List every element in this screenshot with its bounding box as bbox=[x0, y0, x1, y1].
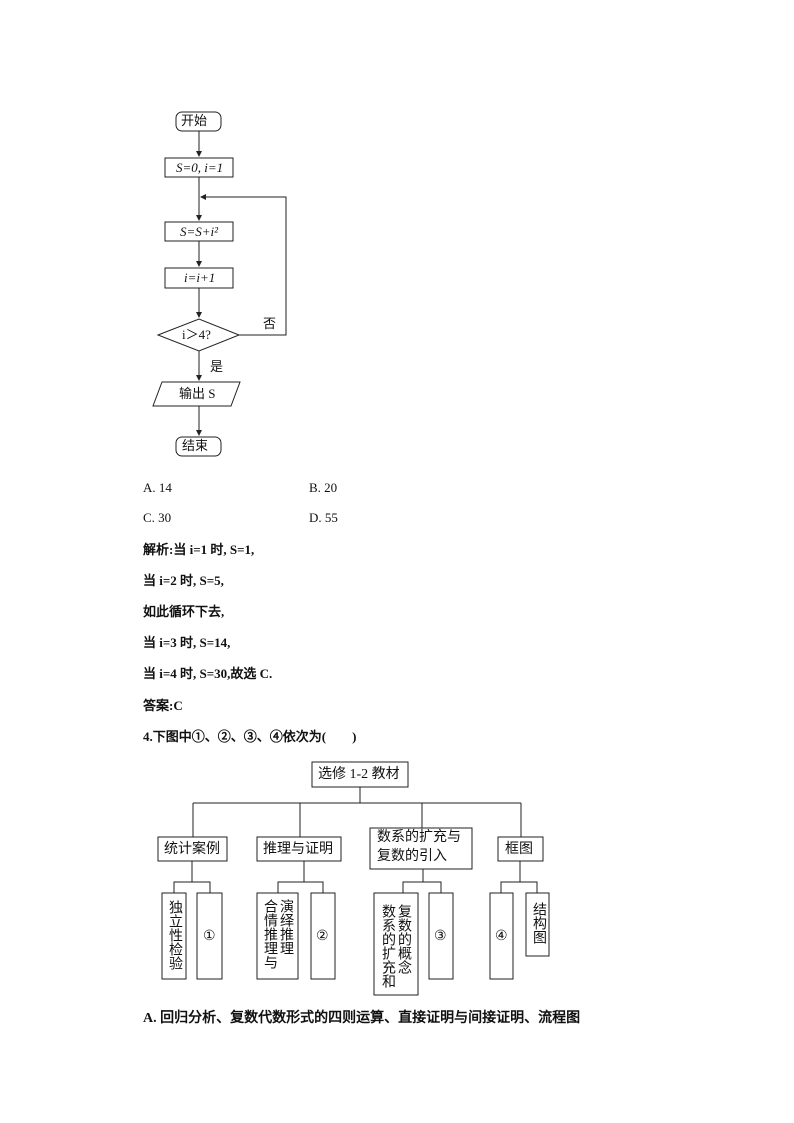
end-node bbox=[175, 436, 222, 457]
option-d: D. 55 bbox=[309, 510, 338, 525]
branch-flowchart: 框图 bbox=[505, 842, 533, 857]
solution-line: 当 i=4 时, S=30,故选 C. bbox=[143, 666, 273, 681]
question-4: 4.下图中①、②、③、④依次为( ) bbox=[143, 729, 357, 744]
solution-line: 当 i=3 时, S=14, bbox=[143, 635, 231, 650]
option-a: A. 14 bbox=[143, 480, 172, 495]
leaf-structure-chart: 结构图 bbox=[531, 902, 546, 944]
tree-root: 选修 1-2 教材 bbox=[318, 767, 400, 782]
answer: 答案:C bbox=[143, 698, 183, 713]
step1-label: S=S+i² bbox=[180, 224, 219, 239]
init-label: S=0, i=1 bbox=[176, 160, 224, 175]
flowchart bbox=[152, 111, 287, 457]
solution-line: 当 i=2 时, S=5, bbox=[143, 573, 224, 588]
output-label: 输出 S bbox=[179, 386, 216, 401]
leaf-independence-test: 独立性检验 bbox=[167, 900, 182, 970]
leaf-1: ① bbox=[203, 929, 216, 944]
start-label: 开始 bbox=[181, 113, 208, 128]
branch-statistics: 统计案例 bbox=[164, 842, 220, 857]
condition-label: i＞4? bbox=[182, 327, 211, 342]
branch-reasoning: 推理与证明 bbox=[263, 842, 333, 857]
q4-option-a: A. 回归分析、复数代数形式的四则运算、直接证明与间接证明、流程图 bbox=[143, 1011, 581, 1026]
branch-complex-line1: 数系的扩充与 bbox=[377, 830, 461, 845]
leaf-2: ② bbox=[316, 929, 329, 944]
leaf-4: ④ bbox=[495, 929, 508, 944]
output-node bbox=[152, 381, 241, 407]
solution-line: 解析:当 i=1 时, S=1, bbox=[143, 542, 255, 557]
leaf-reasoning-types: 合情推理与演绎推理 bbox=[262, 899, 293, 969]
no-label: 否 bbox=[263, 316, 277, 331]
solution-line: 如此循环下去, bbox=[143, 604, 225, 619]
option-c: C. 30 bbox=[143, 510, 172, 525]
step2-label: i=i+1 bbox=[184, 270, 216, 285]
tree-diagram bbox=[157, 761, 550, 996]
leaf-3: ③ bbox=[434, 929, 447, 944]
option-b: B. 20 bbox=[309, 480, 338, 495]
end-label: 结束 bbox=[182, 438, 209, 453]
yes-label: 是 bbox=[210, 359, 224, 374]
branch-complex-line2: 复数的引入 bbox=[377, 849, 447, 864]
leaf-number-system: 数系的扩充和复数的概念 bbox=[380, 904, 411, 988]
